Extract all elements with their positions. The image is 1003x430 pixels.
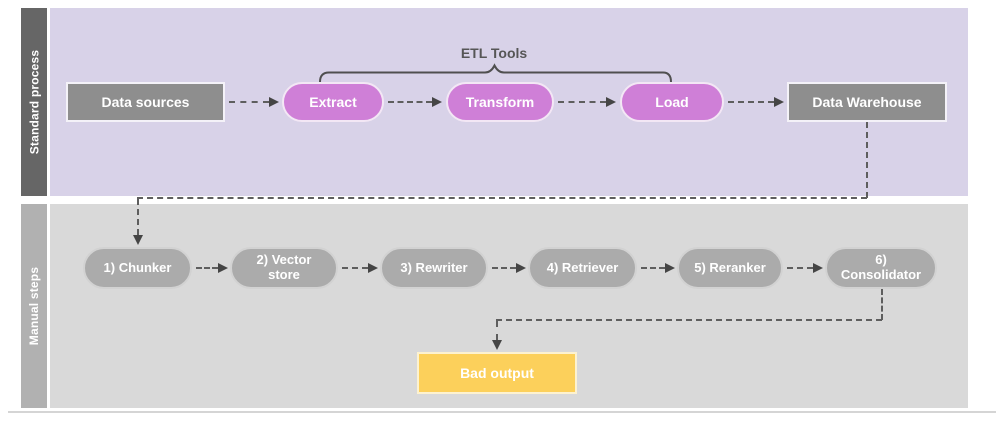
- node-chunker: 1) Chunker: [83, 247, 192, 289]
- node-vector-store: 2) Vector store: [230, 247, 338, 289]
- arrow-reranker-consolidator: [787, 267, 813, 269]
- etl-tools-bracket: [319, 63, 672, 83]
- arrowhead-chunker-vector: [218, 263, 228, 273]
- node-load: Load: [620, 82, 724, 122]
- lane-header-manual-steps: Manual steps: [21, 204, 47, 408]
- node-reranker: 5) Reranker: [677, 247, 783, 289]
- node-extract: Extract: [282, 82, 384, 122]
- arrowhead-datasources-extract: [269, 97, 279, 107]
- connector-consolidator-badoutput-horizontal: [496, 319, 882, 321]
- arrow-datasources-extract: [229, 101, 269, 103]
- node-bad-output: Bad output: [417, 352, 577, 394]
- arrow-rewriter-retriever: [492, 267, 516, 269]
- node-data-warehouse: Data Warehouse: [787, 82, 947, 122]
- arrow-chunker-vector: [196, 267, 218, 269]
- connector-warehouse-down: [866, 122, 868, 198]
- arrowhead-rewriter-retriever: [516, 263, 526, 273]
- connector-consolidator-down: [881, 289, 883, 320]
- lane-header-standard-process: Standard process: [21, 8, 47, 196]
- arrowhead-load-warehouse: [774, 97, 784, 107]
- connector-badoutput-drop: [496, 321, 498, 340]
- arrowhead-into-chunker: [133, 235, 143, 245]
- connector-warehouse-chunker-horizontal: [137, 197, 867, 199]
- node-rewriter: 3) Rewriter: [380, 247, 488, 289]
- arrowhead-extract-transform: [432, 97, 442, 107]
- node-transform: Transform: [446, 82, 554, 122]
- lane-label-standard-process: Standard process: [27, 49, 42, 155]
- arrowhead-vector-rewriter: [368, 263, 378, 273]
- arrow-retriever-reranker: [641, 267, 665, 269]
- arrow-extract-transform: [388, 101, 432, 103]
- etl-tools-label: ETL Tools: [460, 45, 528, 61]
- arrow-vector-rewriter: [342, 267, 368, 269]
- arrowhead-reranker-consolidator: [813, 263, 823, 273]
- connector-chunker-drop: [137, 199, 139, 235]
- node-retriever: 4) Retriever: [528, 247, 637, 289]
- lane-label-manual-steps: Manual steps: [27, 266, 42, 346]
- arrowhead-into-badoutput: [492, 340, 502, 350]
- node-consolidator: 6) Consolidator: [825, 247, 937, 289]
- arrow-transform-load: [558, 101, 606, 103]
- arrowhead-retriever-reranker: [665, 263, 675, 273]
- page-bottom-rule: [8, 411, 996, 413]
- arrow-load-warehouse: [728, 101, 774, 103]
- node-data-sources: Data sources: [66, 82, 225, 122]
- arrowhead-transform-load: [606, 97, 616, 107]
